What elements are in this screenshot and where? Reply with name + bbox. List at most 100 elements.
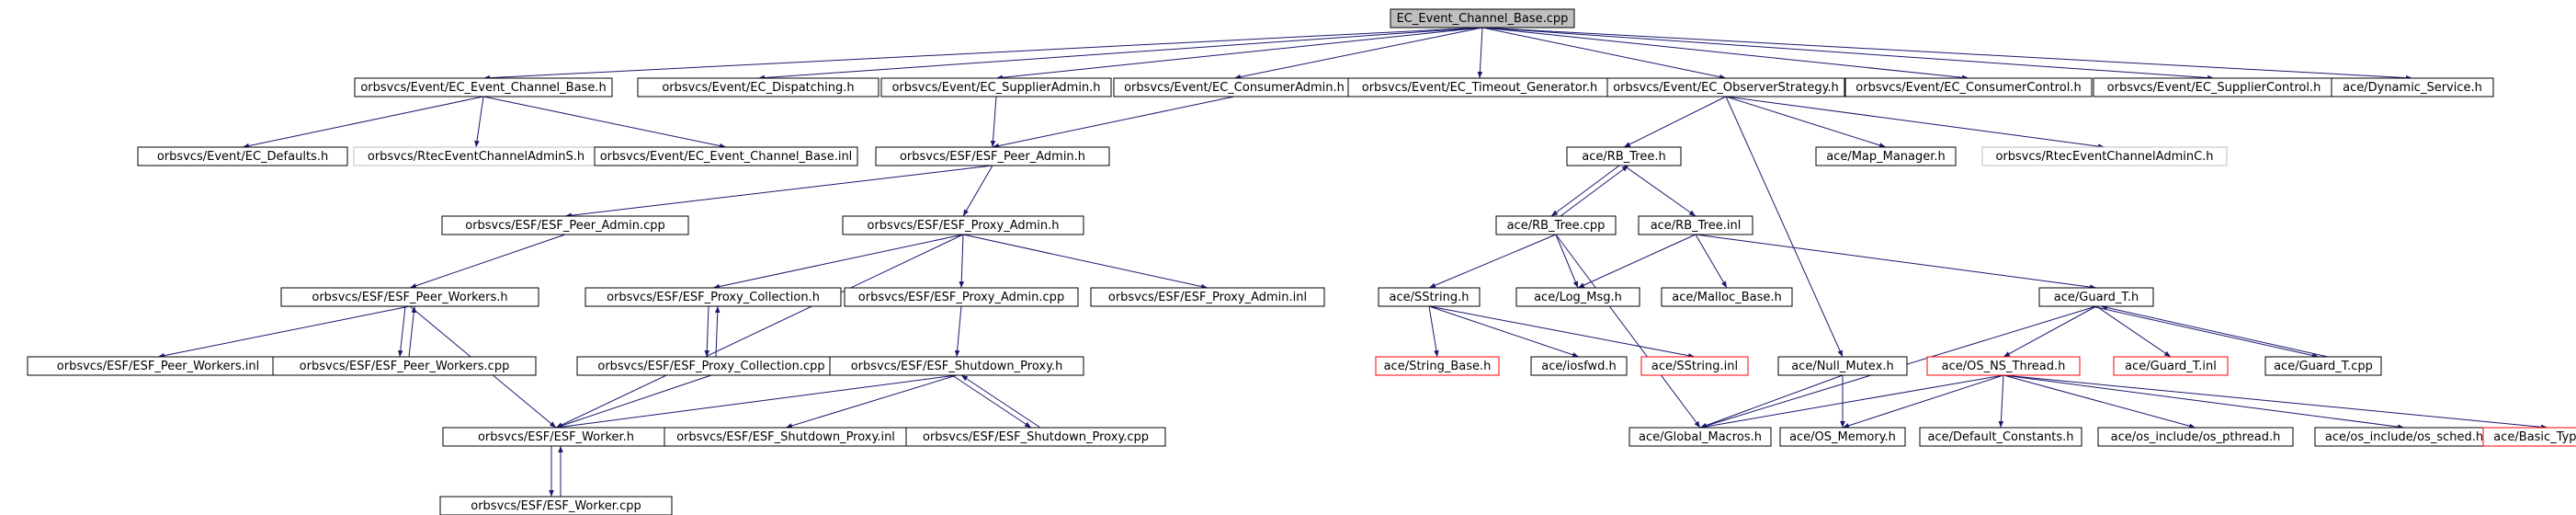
- node-box: [1638, 215, 1753, 235]
- edge-os_ns_thread-to-global_macros: [1699, 374, 2004, 429]
- node-box: [1378, 287, 1481, 307]
- node-label: ace/RB_Tree.inl: [1651, 219, 1742, 233]
- node-ec-timeout[interactable]: orbsvcs/Event/EC_Timeout_Generator.h: [1347, 77, 1612, 97]
- node-label: ace/Default_Constants.h: [1927, 430, 2073, 444]
- node-box: [1919, 427, 2082, 447]
- node-esf-shutdown-inl[interactable]: orbsvcs/ESF/ESF_Shutdown_Proxy.inl: [664, 427, 908, 447]
- node-os-sched[interactable]: ace/os_include/os_sched.h: [2314, 427, 2494, 447]
- node-root[interactable]: EC_Event_Channel_Base.cpp: [1390, 8, 1575, 29]
- edge-os_ns_thread-to-os_sched: [2003, 374, 2405, 429]
- node-label: orbsvcs/ESF/ESF_Peer_Workers.inl: [57, 360, 259, 373]
- edge-esf_proxy_admin_h-to-esf_proxy_admin_cpp: [959, 234, 965, 289]
- node-esf-proxy-coll-cpp[interactable]: orbsvcs/ESF/ESF_Proxy_Collection.cpp: [576, 356, 846, 376]
- node-os-pthread[interactable]: ace/os_include/os_pthread.h: [2097, 427, 2294, 447]
- node-label: ace/Basic_Types.h: [2493, 430, 2576, 444]
- node-box: [1390, 8, 1575, 29]
- node-esf-proxy-admin-h[interactable]: orbsvcs/ESF/ESF_Proxy_Admin.h: [842, 215, 1084, 235]
- edge-ec_base_h-to-ec_defaults: [242, 96, 484, 149]
- node-esf-proxy-admin-inl[interactable]: orbsvcs/ESF/ESF_Proxy_Admin.inl: [1090, 287, 1325, 307]
- node-label: orbsvcs/Event/EC_Event_Channel_Base.inl: [600, 150, 853, 164]
- edge-guard_t_h-to-guard_t_cpp: [2091, 305, 2320, 359]
- node-guard-t-h[interactable]: ace/Guard_T.h: [2038, 287, 2154, 307]
- node-dynamic-service[interactable]: ace/Dynamic_Service.h: [2331, 77, 2494, 97]
- node-default-constants[interactable]: ace/Default_Constants.h: [1919, 427, 2082, 447]
- edge-ec_base_h-to-rtec_admins: [474, 96, 484, 148]
- edge-esf_peer_admin_cpp-to-esf_peer_workers_h: [409, 234, 566, 289]
- node-os-memory[interactable]: ace/OS_Memory.h: [1779, 427, 1906, 447]
- node-box: [584, 287, 842, 307]
- node-ec-base-h[interactable]: orbsvcs/Event/EC_Event_Channel_Base.h: [354, 77, 613, 97]
- node-guard-t-inl[interactable]: ace/Guard_T.inl: [2113, 356, 2229, 376]
- edge-null_mutex-to-global_macros: [1699, 374, 1844, 429]
- node-map-manager[interactable]: ace/Map_Manager.h: [1815, 146, 1957, 166]
- node-iosfwd[interactable]: ace/iosfwd.h: [1530, 356, 1628, 376]
- node-rb-tree-inl[interactable]: ace/RB_Tree.inl: [1638, 215, 1753, 235]
- node-global-macros[interactable]: ace/Global_Macros.h: [1628, 427, 1772, 447]
- node-label: orbsvcs/Event/EC_SupplierAdmin.h: [891, 81, 1100, 95]
- node-malloc-base[interactable]: ace/Malloc_Base.h: [1661, 287, 1793, 307]
- node-ec-defaults[interactable]: orbsvcs/Event/EC_Defaults.h: [137, 146, 348, 166]
- node-string-base[interactable]: ace/String_Base.h: [1375, 356, 1500, 376]
- node-ec-dispatching[interactable]: orbsvcs/Event/EC_Dispatching.h: [637, 77, 879, 97]
- node-box: [842, 215, 1084, 235]
- node-ec-supplieradmin[interactable]: orbsvcs/Event/EC_SupplierAdmin.h: [880, 77, 1112, 97]
- node-ec-base-inl[interactable]: orbsvcs/Event/EC_Event_Channel_Base.inl: [594, 146, 858, 166]
- node-box: [2113, 356, 2229, 376]
- node-label: ace/String_Base.h: [1384, 360, 1492, 373]
- node-box: [2482, 427, 2576, 447]
- node-log-msg[interactable]: ace/Log_Msg.h: [1515, 287, 1640, 307]
- node-esf-proxy-coll-h[interactable]: orbsvcs/ESF/ESF_Proxy_Collection.h: [584, 287, 842, 307]
- node-label: orbsvcs/Event/EC_SupplierControl.h: [2107, 81, 2321, 95]
- edge-root-to-ec_supplieradmin: [995, 27, 1483, 81]
- node-esf-peer-workers-inl[interactable]: orbsvcs/ESF/ESF_Peer_Workers.inl: [27, 356, 289, 376]
- node-label: ace/Guard_T.inl: [2125, 360, 2217, 373]
- node-basic-types[interactable]: ace/Basic_Types.h: [2482, 427, 2576, 447]
- node-box: [1640, 356, 1749, 376]
- node-label: orbsvcs/Event/EC_ConsumerAdmin.h: [1124, 81, 1345, 95]
- node-ec-observer[interactable]: orbsvcs/Event/EC_ObserverStrategy.h: [1606, 77, 1845, 97]
- node-rtec-admins[interactable]: orbsvcs/RtecEventChannelAdminS.h: [353, 146, 599, 166]
- node-label: orbsvcs/Event/EC_ConsumerControl.h: [1855, 81, 2081, 95]
- node-label: ace/Dynamic_Service.h: [2343, 81, 2482, 95]
- node-box: [280, 287, 539, 307]
- node-esf-peer-admin-cpp[interactable]: orbsvcs/ESF/ESF_Peer_Admin.cpp: [441, 215, 689, 235]
- node-sstring-h[interactable]: ace/SString.h: [1378, 287, 1481, 307]
- node-sstring-inl[interactable]: ace/SString.inl: [1640, 356, 1749, 376]
- node-os-ns-thread[interactable]: ace/OS_NS_Thread.h: [1926, 356, 2081, 376]
- node-box: [844, 287, 1079, 307]
- node-label: orbsvcs/ESF/ESF_Proxy_Collection.h: [607, 291, 820, 304]
- node-esf-shutdown-h[interactable]: orbsvcs/ESF/ESF_Shutdown_Proxy.h: [829, 356, 1084, 376]
- edge-esf_proxy_coll_cpp-to-esf_proxy_coll_h: [714, 305, 721, 358]
- node-guard-t-cpp[interactable]: ace/Guard_T.cpp: [2264, 356, 2382, 376]
- node-esf-proxy-admin-cpp[interactable]: orbsvcs/ESF/ESF_Proxy_Admin.cpp: [844, 287, 1079, 307]
- node-label: ace/RB_Tree.cpp: [1507, 219, 1606, 233]
- node-box: [137, 146, 348, 166]
- node-label: orbsvcs/RtecEventChannelAdminC.h: [1995, 150, 2213, 164]
- node-label: ace/os_include/os_sched.h: [2325, 430, 2483, 444]
- node-ec-suppliercontrol[interactable]: orbsvcs/Event/EC_SupplierControl.h: [2093, 77, 2335, 97]
- edge-esf_shutdown_cpp-to-esf_shutdown_h: [960, 374, 1041, 429]
- node-box: [272, 356, 537, 376]
- node-esf-peer-admin-h[interactable]: orbsvcs/ESF/ESF_Peer_Admin.h: [875, 146, 1110, 166]
- node-esf-shutdown-cpp[interactable]: orbsvcs/ESF/ESF_Shutdown_Proxy.cpp: [905, 427, 1166, 447]
- edge-guard_t_h-to-guard_t_inl: [2095, 305, 2172, 358]
- node-label: orbsvcs/Event/EC_Defaults.h: [157, 150, 328, 164]
- edge-esf_peer_admin_h-to-esf_peer_admin_cpp: [564, 165, 993, 218]
- edge-root-to-dynamic_service: [1481, 27, 2413, 81]
- node-box: [829, 356, 1084, 376]
- node-rb-tree-h[interactable]: ace/RB_Tree.h: [1566, 146, 1682, 166]
- node-null-mutex[interactable]: ace/Null_Mutex.h: [1777, 356, 1908, 376]
- node-esf-peer-workers-cpp[interactable]: orbsvcs/ESF/ESF_Peer_Workers.cpp: [272, 356, 537, 376]
- edge-esf_shutdown_h-to-esf_shutdown_cpp: [951, 374, 1032, 429]
- node-rtec-adminc[interactable]: orbsvcs/RtecEventChannelAdminC.h: [1981, 146, 2228, 166]
- node-esf-worker-cpp[interactable]: orbsvcs/ESF/ESF_Worker.cpp: [439, 496, 673, 515]
- node-box: [1606, 77, 1845, 97]
- edge-esf_proxy_admin_h-to-esf_worker_h: [555, 234, 964, 429]
- edge-rb_tree_cpp-to-log_msg: [1555, 234, 1579, 289]
- node-label: ace/Null_Mutex.h: [1791, 360, 1894, 373]
- node-esf-peer-workers-h[interactable]: orbsvcs/ESF/ESF_Peer_Workers.h: [280, 287, 539, 307]
- node-rb-tree-cpp[interactable]: ace/RB_Tree.cpp: [1495, 215, 1617, 235]
- node-ec-consumercontrol[interactable]: orbsvcs/Event/EC_ConsumerControl.h: [1844, 77, 2093, 97]
- node-esf-worker-h[interactable]: orbsvcs/ESF/ESF_Worker.h: [442, 427, 670, 447]
- node-ec-consumeradmin[interactable]: orbsvcs/Event/EC_ConsumerAdmin.h: [1113, 77, 1356, 97]
